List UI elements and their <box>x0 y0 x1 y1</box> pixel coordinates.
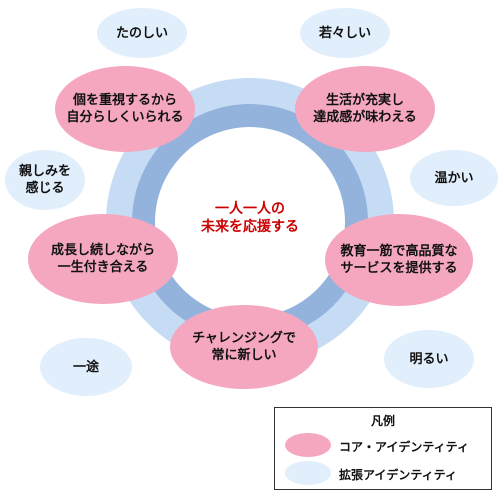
ext-item-label: たのしい <box>115 25 168 41</box>
core-item-label: 教育一筋で高品質な サービスを提供する <box>340 244 458 276</box>
legend-core-label: コア・アイデンティティ <box>339 440 469 454</box>
core-item-individuality: 個を重視するから 自分らしくいられる <box>55 66 195 152</box>
legend-extended-label: 拡張アイデンティティ <box>339 468 457 482</box>
ext-item-label: 明るい <box>409 351 449 367</box>
core-item-label: 個を重視するから 自分らしくいられる <box>66 93 184 125</box>
ext-item-fun: たのしい <box>97 8 187 58</box>
core-item-quality-service: 教育一筋で高品質な サービスを提供する <box>325 214 473 306</box>
ext-item-label: 若々しい <box>318 25 371 41</box>
ext-item-friendly: 親しみを 感じる <box>5 150 85 210</box>
legend-core-swatch <box>285 433 331 457</box>
center-message: 一人一人の 未来を応援する <box>201 201 299 235</box>
ext-item-devoted: 一途 <box>40 338 132 396</box>
core-item-challenging: チャレンジングで 常に新しい <box>170 305 318 389</box>
core-item-label: チャレンジングで 常に新しい <box>192 331 296 363</box>
core-item-fulfilling-life: 生活が充実し 達成感が味わえる <box>295 66 435 152</box>
ext-item-label: 温かい <box>434 170 474 186</box>
legend-title: 凡例 <box>370 414 395 428</box>
ext-item-bright: 明るい <box>384 330 474 388</box>
ext-item-warm: 温かい <box>410 150 498 206</box>
core-item-label: 成長し続しながら 一生付き合える <box>50 243 155 275</box>
legend: 凡例 コア・アイデンティティ 拡張アイデンティティ <box>274 407 492 490</box>
ext-item-label: 一途 <box>72 359 99 375</box>
legend-extended-swatch <box>285 461 331 485</box>
core-item-growth: 成長し続しながら 一生付き合える <box>28 214 178 304</box>
ext-item-label: 親しみを 感じる <box>18 164 71 196</box>
core-item-label: 生活が充実し 達成感が味わえる <box>313 93 417 125</box>
ext-item-youthful: 若々しい <box>300 8 390 58</box>
inner-circle <box>155 127 345 317</box>
